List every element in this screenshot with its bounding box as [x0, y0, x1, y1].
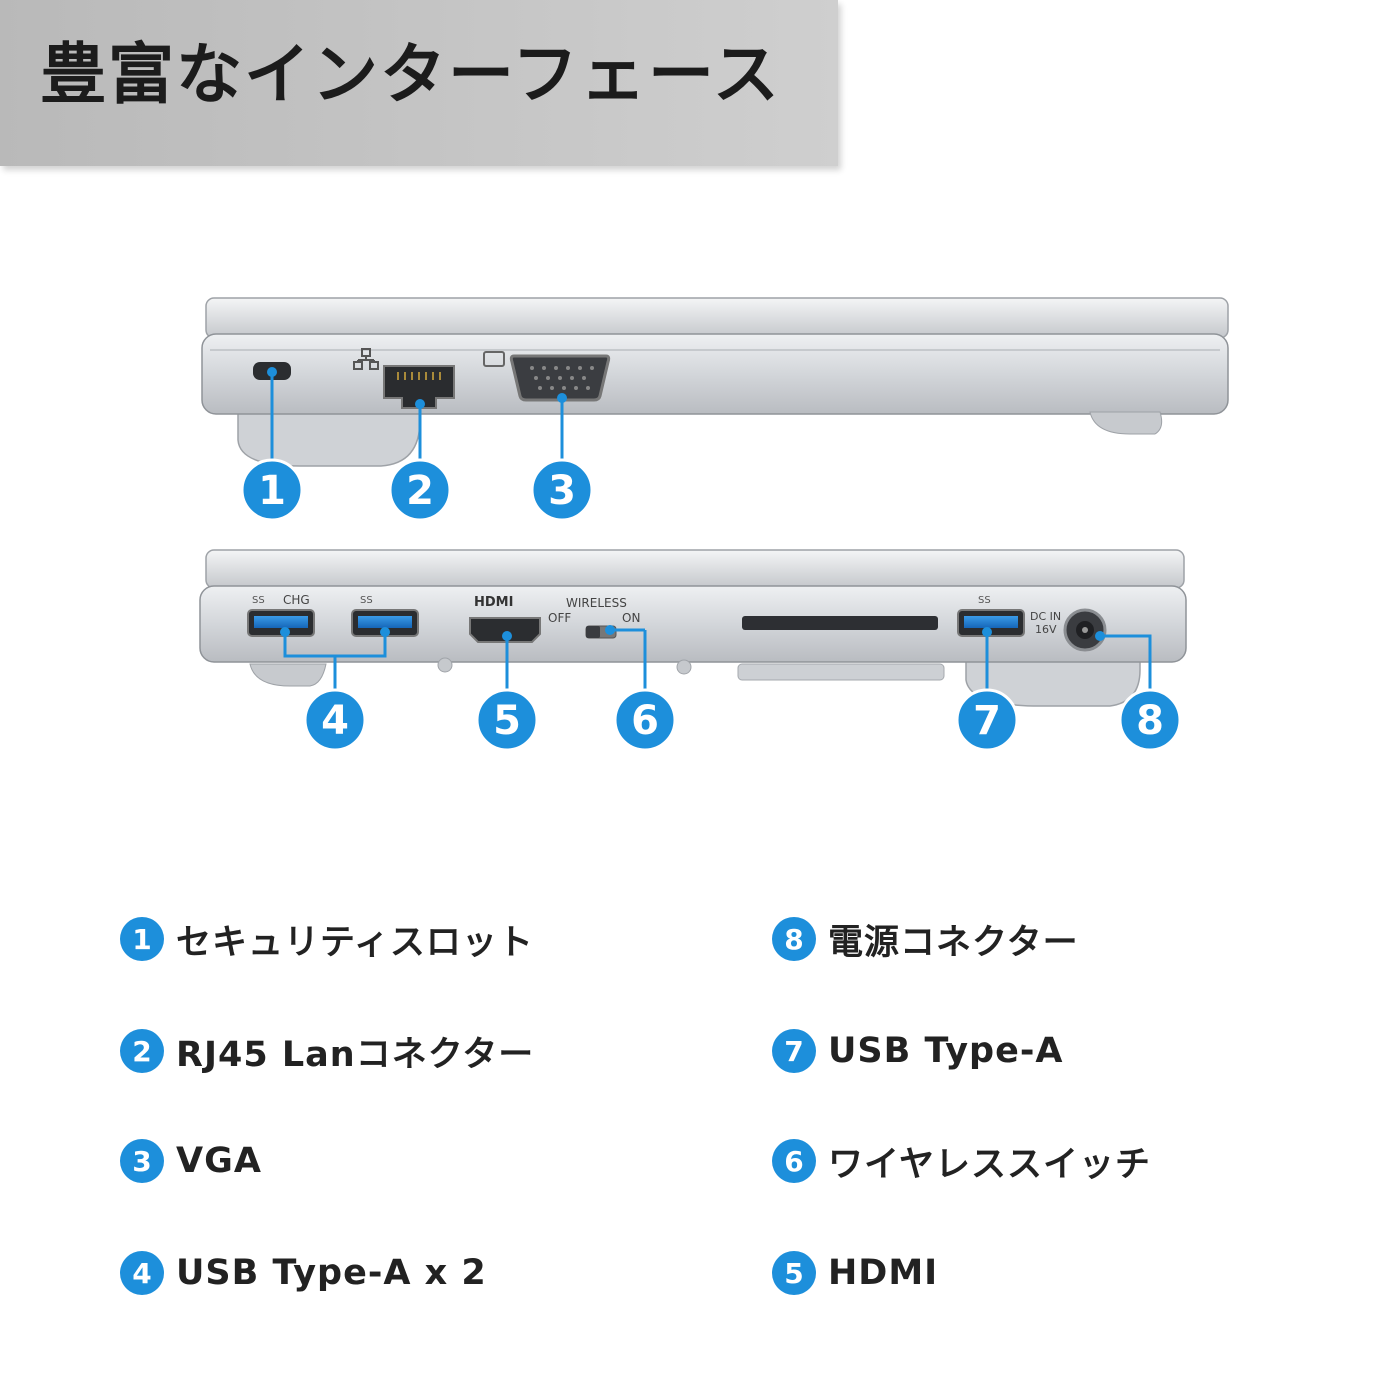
- callout-6-text: 6: [631, 698, 659, 744]
- legend-item-usb-right: 7 USB Type-A: [772, 1026, 1063, 1076]
- legend-label: VGA: [176, 1141, 262, 1181]
- legend-label: RJ45 Lanコネクター: [176, 1034, 535, 1075]
- legend-item-hdmi: 5 HDMI: [772, 1248, 938, 1298]
- voltage-label: 16V: [1035, 623, 1057, 636]
- monitor-icon: [483, 351, 505, 367]
- page-title: 豊富なインターフェース: [40, 36, 781, 113]
- legend-item-lan: 2 RJ45 Lanコネクター: [120, 1026, 534, 1076]
- dc-in-label: DC IN: [1030, 610, 1061, 623]
- legend-label: USB Type-A: [828, 1031, 1064, 1071]
- bottom-leader-lines: [283, 630, 1152, 694]
- laptop-left-side: [201, 297, 1229, 467]
- legend-badge: 6: [772, 1139, 816, 1183]
- legend-item-usb-left: 4 USB Type-A x 2: [120, 1248, 487, 1298]
- callout-2: 2: [388, 458, 452, 522]
- legend-badge: 2: [120, 1029, 164, 1073]
- callout-2-text: 2: [406, 468, 434, 514]
- legend-label: 電源コネクター: [828, 922, 1079, 963]
- callout-5: 5: [475, 688, 539, 752]
- laptop-base: [201, 333, 1229, 415]
- legend-label: ワイヤレススイッチ: [828, 1144, 1151, 1185]
- legend-item-security-slot: 1 セキュリティスロット: [120, 914, 534, 964]
- rj45-port: [383, 365, 455, 409]
- dc-in-port: [1063, 608, 1107, 652]
- callout-1-text: 1: [258, 468, 286, 514]
- callout-6: 6: [613, 688, 677, 752]
- legend-item-power-connector: 8 電源コネクター: [772, 914, 1079, 964]
- wireless-on-label: ON: [622, 611, 640, 625]
- chg-label: CHG: [283, 593, 310, 607]
- usb-ss-label-2: SS: [360, 595, 373, 606]
- legend-badge: 1: [120, 917, 164, 961]
- wireless-label: WIRELESS: [566, 596, 627, 610]
- hdmi-port: [469, 617, 541, 643]
- top-leader-lines: [270, 372, 564, 462]
- legend-badge: 8: [772, 917, 816, 961]
- legend-badge: 7: [772, 1029, 816, 1073]
- callout-8: 8: [1118, 688, 1182, 752]
- callout-3-text: 3: [548, 468, 576, 514]
- usb-ss-label-1: SS: [252, 595, 265, 606]
- title-banner: 豊富なインターフェース: [0, 0, 838, 166]
- laptop-lid: [205, 297, 1229, 339]
- callout-8-text: 8: [1136, 698, 1164, 744]
- legend-label: セキュリティスロット: [176, 922, 534, 963]
- legend-label: HDMI: [828, 1253, 939, 1293]
- legend-badge: 4: [120, 1251, 164, 1295]
- callout-7-text: 7: [973, 698, 1001, 744]
- usb-port-3: [957, 609, 1025, 637]
- legend-item-vga: 3 VGA: [120, 1136, 262, 1186]
- wireless-off-label: OFF: [548, 611, 571, 625]
- callout-1: 1: [240, 458, 304, 522]
- callout-4-text: 4: [321, 698, 349, 744]
- usb-port-1: [247, 609, 315, 637]
- callout-4: 4: [303, 688, 367, 752]
- vent-grille: [742, 616, 938, 630]
- callout-7: 7: [955, 688, 1019, 752]
- usb-ss-label-3: SS: [978, 595, 991, 606]
- legend-item-wireless-switch: 6 ワイヤレススイッチ: [772, 1136, 1151, 1186]
- network-icon: [353, 348, 379, 370]
- laptop-right-side: SS CHG SS HDMI WIRELESS OFF ON SS DC IN …: [199, 549, 1187, 707]
- hdmi-logo: HDMI: [474, 595, 513, 610]
- laptop-ports-diagram: 1 2 3 SS CHG SS HDMI WIRELESS OFF ON SS …: [199, 297, 1229, 752]
- callout-5-text: 5: [493, 698, 521, 744]
- legend-badge: 5: [772, 1251, 816, 1295]
- legend-label: USB Type-A x 2: [176, 1253, 487, 1293]
- callout-3: 3: [530, 458, 594, 522]
- legend-badge: 3: [120, 1139, 164, 1183]
